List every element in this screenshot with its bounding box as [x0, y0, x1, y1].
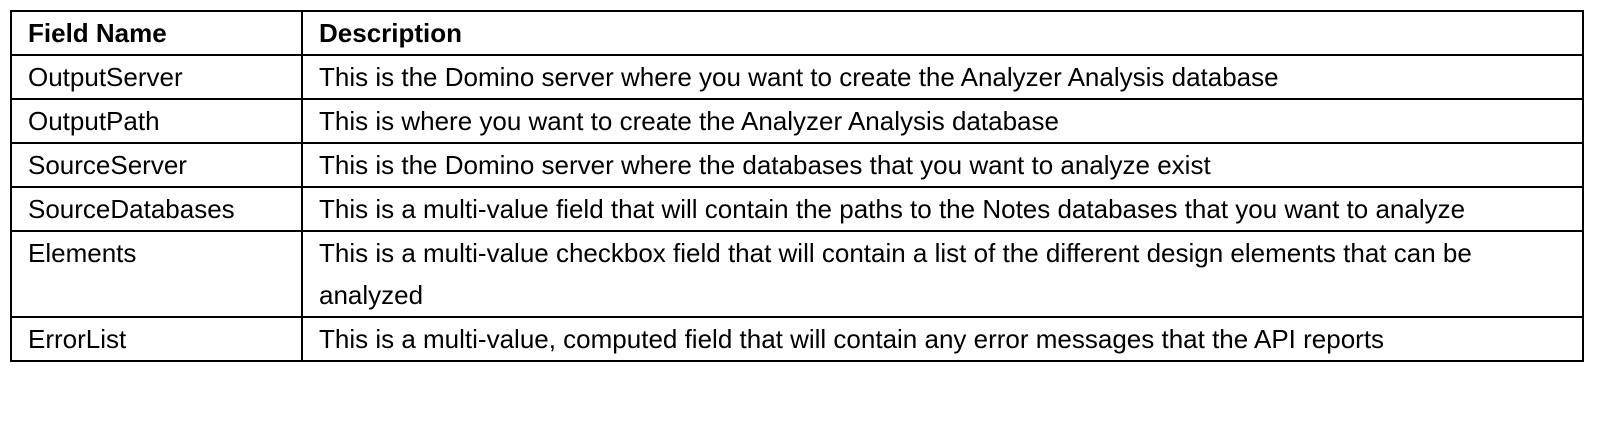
description-cell: This is a multi-value checkbox field tha…: [301, 230, 1584, 318]
field-name-cell: OutputServer: [10, 54, 303, 100]
header-field-name: Field Name: [10, 10, 303, 56]
field-name-cell: SourceDatabases: [10, 186, 303, 232]
description-cell: This is the Domino server where you want…: [301, 54, 1584, 100]
field-description-table-container: Field Name Description OutputServer This…: [10, 10, 1584, 362]
field-name-cell: OutputPath: [10, 98, 303, 144]
description-cell: This is a multi-value, computed field th…: [301, 316, 1584, 362]
field-description-table: Field Name Description OutputServer This…: [10, 10, 1584, 362]
description-cell: This is the Domino server where the data…: [301, 142, 1584, 188]
table-row: OutputPath This is where you want to cre…: [10, 98, 1584, 144]
field-name-cell: SourceServer: [10, 142, 303, 188]
table-row: SourceDatabases This is a multi-value fi…: [10, 186, 1584, 232]
description-cell: This is a multi-value field that will co…: [301, 186, 1584, 232]
header-description: Description: [301, 10, 1584, 56]
field-name-cell: Elements: [10, 230, 303, 318]
description-cell: This is where you want to create the Ana…: [301, 98, 1584, 144]
table-row: SourceServer This is the Domino server w…: [10, 142, 1584, 188]
table-row: Elements This is a multi-value checkbox …: [10, 230, 1584, 318]
table-row: ErrorList This is a multi-value, compute…: [10, 316, 1584, 362]
field-name-cell: ErrorList: [10, 316, 303, 362]
table-row: OutputServer This is the Domino server w…: [10, 54, 1584, 100]
table-header-row: Field Name Description: [10, 10, 1584, 56]
